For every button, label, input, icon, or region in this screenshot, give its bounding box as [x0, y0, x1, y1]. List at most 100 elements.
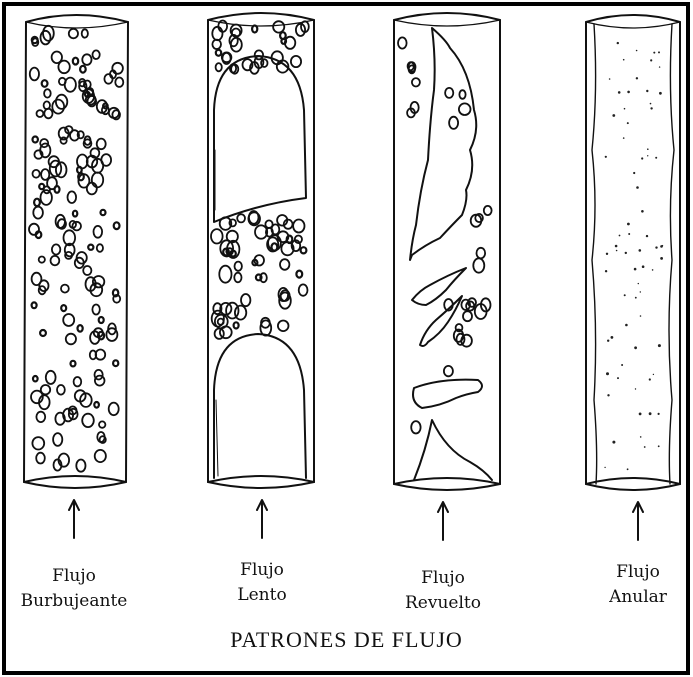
- bubble: [52, 244, 60, 254]
- bubble: [57, 385, 65, 395]
- bubble: [219, 266, 231, 283]
- label-lento: Flujo Lento: [212, 558, 312, 608]
- droplet: [658, 413, 660, 415]
- liquid-film-right: [669, 24, 674, 484]
- label-revuelto-line2: Revuelto: [388, 591, 498, 616]
- droplet: [624, 108, 626, 110]
- droplet: [605, 270, 607, 272]
- bubble: [252, 26, 257, 33]
- droplet: [642, 265, 645, 268]
- bubble: [412, 78, 420, 86]
- label-burbujeante-line2: Burbujeante: [14, 589, 134, 614]
- bubble: [241, 294, 250, 306]
- bubble: [94, 226, 103, 238]
- bubble: [34, 199, 40, 206]
- bubble: [93, 50, 100, 59]
- droplet: [617, 377, 619, 379]
- bubble: [104, 74, 112, 84]
- gas-slug-lower: [214, 334, 306, 478]
- droplet: [606, 253, 608, 255]
- tube-revuelto: [394, 13, 500, 490]
- bubble: [398, 37, 407, 48]
- droplet: [625, 252, 627, 254]
- bubble: [234, 322, 239, 328]
- droplet: [658, 344, 661, 347]
- tube-burbujeante: [24, 15, 128, 488]
- diagram-title: PATRONES DE FLUJO: [0, 627, 693, 653]
- bubble: [212, 27, 222, 40]
- bubble: [53, 433, 62, 446]
- droplet: [644, 446, 646, 448]
- droplet: [641, 157, 643, 159]
- bubble: [94, 402, 99, 408]
- droplet: [653, 374, 654, 375]
- bubble: [29, 224, 39, 235]
- bubble: [52, 52, 62, 64]
- droplet: [636, 50, 638, 52]
- droplets-anular: [604, 42, 663, 470]
- churn-gas-4: [413, 380, 482, 408]
- tube-lento: [208, 13, 314, 488]
- droplet: [635, 388, 636, 389]
- droplet: [604, 467, 605, 468]
- label-revuelto-line1: Flujo: [388, 566, 498, 591]
- droplet: [659, 66, 660, 67]
- bubble: [234, 273, 241, 283]
- droplet: [606, 372, 609, 375]
- bubble: [30, 68, 39, 81]
- bubbles-burbujeante: [29, 26, 123, 472]
- droplet: [607, 340, 609, 342]
- label-anular-line2: Anular: [588, 585, 688, 610]
- liquid-film-left: [592, 24, 597, 484]
- droplet: [621, 364, 623, 366]
- bubble: [33, 170, 40, 178]
- bubble: [112, 63, 123, 74]
- bubble: [99, 421, 105, 427]
- bubble: [237, 214, 245, 222]
- flow-arrows: [69, 500, 643, 540]
- tube-anular: [586, 15, 680, 490]
- bubble: [461, 335, 472, 347]
- bubble: [83, 266, 91, 275]
- droplet: [623, 59, 625, 61]
- bubble: [99, 317, 104, 323]
- droplet: [655, 246, 657, 248]
- bubble: [211, 229, 223, 243]
- bubble: [41, 31, 51, 45]
- bubble: [65, 78, 76, 92]
- bubble: [73, 58, 78, 65]
- bubble: [32, 302, 37, 308]
- bubble: [477, 248, 486, 259]
- bubble: [51, 256, 60, 265]
- bubble: [280, 32, 286, 39]
- bubbles-revuelto: [398, 37, 492, 433]
- droplet: [659, 92, 662, 95]
- bubble: [444, 366, 453, 376]
- bubble: [293, 220, 304, 233]
- bubble: [115, 78, 123, 87]
- droplet: [627, 122, 629, 124]
- bubble: [220, 326, 232, 338]
- bubble: [66, 334, 76, 345]
- bubble: [68, 191, 77, 203]
- bubble: [88, 245, 93, 250]
- bubble: [95, 450, 106, 462]
- droplet: [641, 210, 644, 213]
- bubble: [101, 210, 106, 215]
- churn-gas-1: [410, 28, 476, 260]
- bubble: [42, 80, 48, 87]
- droplet: [612, 114, 615, 117]
- droplet: [633, 172, 635, 174]
- bubble: [61, 305, 66, 311]
- bubble: [109, 108, 119, 118]
- droplet: [650, 59, 652, 61]
- bubble: [82, 29, 88, 37]
- droplet: [634, 346, 637, 349]
- bubble: [44, 89, 51, 97]
- bubble: [273, 21, 284, 32]
- bubble: [76, 460, 85, 472]
- bubble: [445, 88, 453, 98]
- bubble: [40, 330, 46, 336]
- droplet: [636, 77, 638, 79]
- droplet: [634, 268, 637, 271]
